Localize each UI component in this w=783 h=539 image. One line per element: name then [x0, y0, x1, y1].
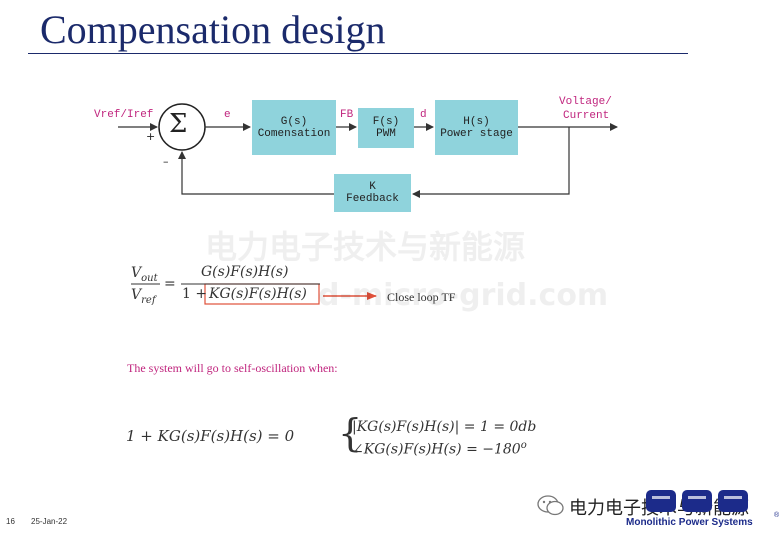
compensation-block-label: Comensation — [257, 127, 331, 140]
company-name-text: Monolithic Power Systems — [626, 517, 753, 528]
slide-date: 25-Jan-22 — [31, 517, 68, 526]
sum-symbol: Σ — [169, 109, 188, 139]
registered-mark: ® — [774, 512, 780, 519]
output-label-line1: Voltage/ — [559, 96, 612, 108]
feedback-wire-out — [412, 127, 570, 198]
magnitude-condition: |KG(s)F(s)H(s)| = 1 = 0db — [352, 419, 537, 435]
input-label: Vref/Iref — [94, 109, 154, 121]
watermark-url: d-micro-grid.com — [318, 278, 609, 313]
lhs-denominator-symbol: V — [131, 287, 142, 303]
rhs-denominator-prefix: 1 + — [182, 286, 208, 302]
pwm-block-tf: F(s) — [372, 116, 400, 128]
plus-sign: + — [146, 130, 156, 143]
company-name: Monolithic Power Systems — [626, 517, 753, 528]
feedback-block-label: Feedback — [346, 193, 399, 205]
lhs-numerator-subscript: out — [141, 272, 158, 284]
title-divider — [28, 53, 688, 54]
output-label-line2: Current — [563, 110, 610, 122]
power-stage-block-label: Power stage — [440, 127, 513, 140]
phase-condition-degree: o — [520, 440, 527, 451]
equals-sign: = — [164, 276, 176, 292]
d-label: d — [420, 109, 427, 121]
characteristic-equation: 1 + KG(s)F(s)H(s) = 0 — [126, 427, 295, 445]
oscillation-condition-text: The system will go to self-oscillation w… — [127, 361, 338, 375]
page-number: 16 — [6, 517, 15, 526]
compensation-block: G(s) Comensation — [252, 100, 336, 155]
feedback-wire-in — [178, 151, 334, 195]
mps-logo-icon — [646, 490, 748, 512]
rhs-denominator-loop-gain: KG(s)F(s)H(s) — [209, 286, 307, 302]
phase-condition-expr: ∠KG(s)F(s)H(s) = −180 — [352, 441, 521, 458]
lhs-numerator-symbol: V — [131, 265, 142, 281]
watermark-cn: 电力电子技术与新能源 — [205, 228, 526, 266]
lhs-numerator: Vout — [131, 265, 158, 284]
slide-title: Compensation design — [40, 7, 386, 52]
fb-label: FB — [340, 109, 354, 121]
lhs-denominator-subscript: ref — [141, 294, 156, 306]
minus-sign: – — [163, 155, 169, 168]
error-label: e — [224, 109, 231, 121]
feedback-block: K Feedback — [334, 174, 411, 212]
wechat-icon — [537, 495, 564, 516]
pwm-block-label: PWM — [376, 128, 396, 140]
power-stage-block: H(s) Power stage — [435, 100, 518, 155]
lhs-denominator: Vref — [131, 287, 156, 306]
phase-condition: ∠KG(s)F(s)H(s) = −180o — [352, 440, 527, 458]
power-stage-block-tf: H(s) — [463, 115, 490, 128]
rhs-numerator: G(s)F(s)H(s) — [201, 264, 289, 280]
close-loop-tf-note: Close loop TF — [387, 290, 456, 304]
pwm-block: F(s) PWM — [358, 108, 414, 148]
feedback-block-gain: K — [369, 181, 376, 193]
condition-brace: { — [338, 411, 363, 455]
compensation-block-tf: G(s) — [280, 115, 308, 128]
